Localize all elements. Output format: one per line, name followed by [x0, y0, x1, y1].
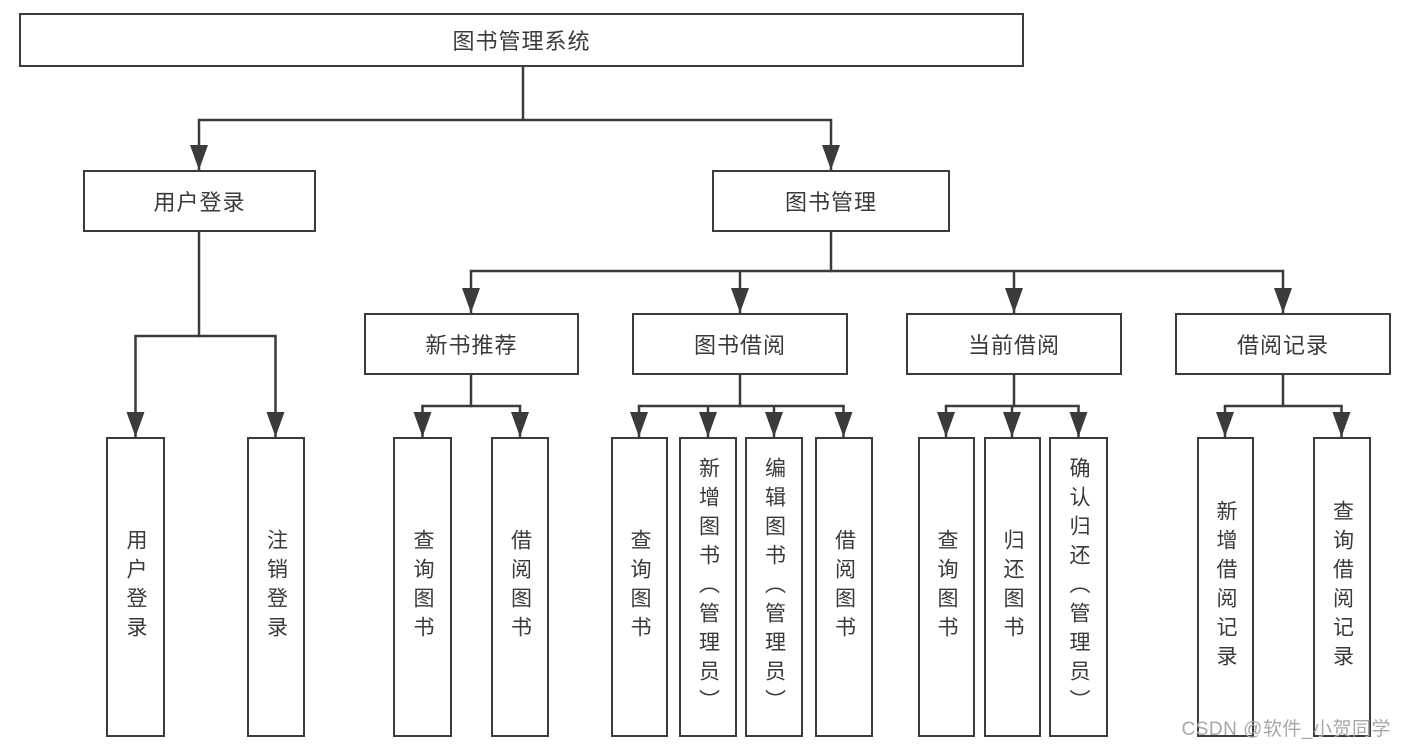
watermark: CSDN @软件_小贺同学 [1181, 719, 1391, 740]
leaf-label: 新增图书（管理员） [696, 456, 720, 718]
leaf-borrow-edit-books: 编辑图书（管理员） [745, 437, 803, 737]
leaf-label: 借阅图书 [508, 529, 532, 645]
leaf-borrow-add-books: 新增图书（管理员） [679, 437, 737, 737]
leaf-newrec-query-books: 查询图书 [393, 437, 452, 737]
node-root: 图书管理系统 [19, 13, 1024, 67]
leaf-label: 查询图书 [628, 529, 651, 645]
node-borrow-records: 借阅记录 [1175, 313, 1391, 375]
leaf-user-login: 用户登录 [106, 437, 165, 737]
leaf-borrow-query-books: 查询图书 [611, 437, 668, 737]
leaf-records-add-record: 新增借阅记录 [1197, 437, 1254, 737]
node-book-borrow: 图书借阅 [632, 313, 848, 375]
leaf-label: 用户登录 [124, 529, 147, 645]
leaf-label: 注销登录 [264, 529, 288, 645]
leaf-label: 查询借阅记录 [1330, 500, 1354, 674]
leaf-label: 编辑图书（管理员） [762, 456, 786, 718]
leaf-current-confirm-return: 确认归还（管理员） [1049, 437, 1108, 737]
leaf-label: 借阅图书 [832, 529, 856, 645]
leaf-logout-login: 注销登录 [247, 437, 305, 737]
leaf-label: 查询图书 [935, 529, 958, 645]
leaf-label: 确认归还（管理员） [1067, 456, 1090, 718]
leaf-records-query-record: 查询借阅记录 [1313, 437, 1371, 737]
leaf-label: 新增借阅记录 [1214, 500, 1237, 674]
node-user-login-branch: 用户登录 [83, 170, 316, 232]
leaf-current-query-books: 查询图书 [918, 437, 975, 737]
node-current-borrow: 当前借阅 [906, 313, 1122, 375]
leaf-newrec-borrow-books: 借阅图书 [491, 437, 549, 737]
leaf-current-return-books: 归还图书 [984, 437, 1041, 737]
leaf-label: 归还图书 [1001, 529, 1024, 645]
node-new-book-recommend: 新书推荐 [364, 313, 579, 375]
leaf-label: 查询图书 [411, 529, 434, 645]
node-book-management-branch: 图书管理 [712, 170, 950, 232]
leaf-borrow-borrow-books: 借阅图书 [815, 437, 873, 737]
